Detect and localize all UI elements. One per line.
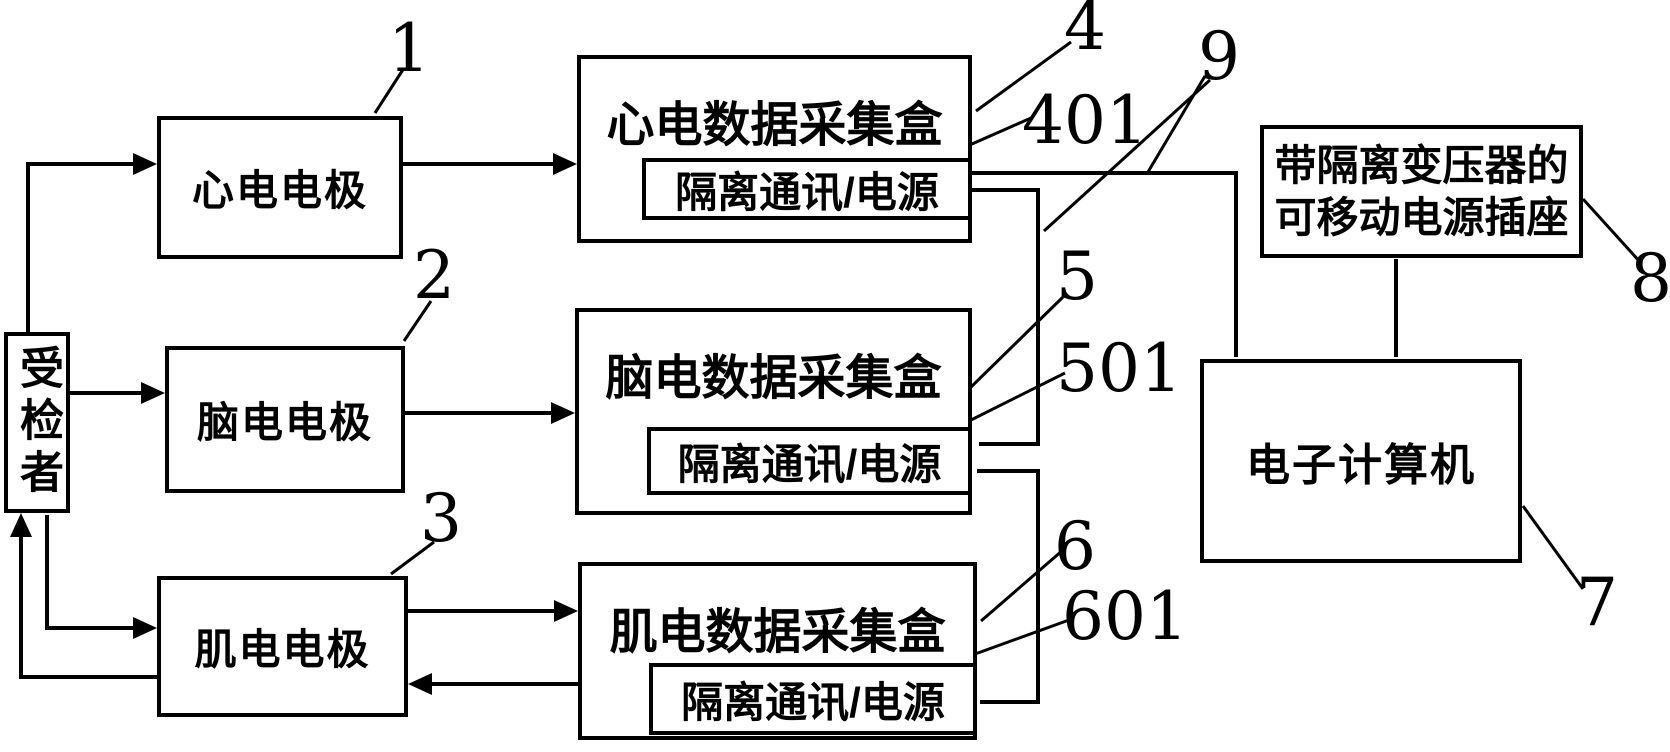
arrowhead-into-eeg-electrode — [141, 382, 165, 404]
ref-label-3: 3 — [420, 480, 462, 557]
ref-label-4: 4 — [1064, 0, 1106, 65]
cable-ecg-to-eeg-collector — [972, 188, 1040, 446]
eeg-collector-box: 脑电数据采集盒 隔离通讯/电源 — [575, 308, 972, 515]
arrowhead-into-ecg-collector — [553, 153, 577, 175]
pointer-line-ref-6 — [980, 548, 1064, 623]
connector-emg-electrode-to-subject — [19, 530, 157, 679]
subject-label: 受检者 — [13, 344, 62, 501]
eeg-electrode-label: 脑电电极 — [196, 399, 373, 446]
pointer-line-ref-7 — [1521, 505, 1585, 590]
power-socket-label-line2: 可移动电源插座 — [1274, 193, 1569, 241]
ecg-collector-title: 心电数据采集盒 — [606, 99, 943, 152]
ref-label-2: 2 — [413, 237, 455, 314]
computer-box: 电子计算机 — [1200, 359, 1522, 563]
connector-subject-to-ecg-electrode — [26, 162, 138, 334]
arrowhead-into-ecg-electrode — [133, 153, 157, 175]
ref-label-6: 6 — [1054, 508, 1096, 585]
ref-label-1: 1 — [388, 10, 430, 87]
ref-label-5: 5 — [1056, 238, 1098, 315]
ref-label-9: 9 — [1198, 18, 1240, 95]
ref-label-601: 601 — [1062, 578, 1188, 655]
arrowhead-into-subject — [10, 513, 32, 537]
ref-label-501: 501 — [1056, 330, 1182, 407]
ref-label-7: 7 — [1576, 564, 1618, 641]
pointer-line-ref-9a — [1146, 75, 1207, 173]
ecg-electrode-box: 心电电极 — [157, 116, 403, 259]
emg-isolation-comm-power-box: 隔离通讯/电源 — [649, 663, 977, 735]
emg-electrode-label: 肌电电极 — [194, 626, 371, 673]
emg-collector-box: 肌电数据采集盒 隔离通讯/电源 — [578, 562, 977, 740]
computer-label: 电子计算机 — [1246, 441, 1476, 490]
subject-box: 受检者 — [4, 332, 70, 513]
eeg-collector-title: 脑电数据采集盒 — [605, 352, 942, 405]
arrowhead-back-into-emg-electrode — [408, 673, 432, 695]
ref-label-8: 8 — [1630, 240, 1670, 317]
power-socket-box: 带隔离变压器的 可移动电源插座 — [1260, 125, 1583, 258]
eeg-electrode-box: 脑电电极 — [165, 346, 405, 493]
ecg-electrode-label: 心电电极 — [191, 167, 368, 214]
power-socket-label-line1: 带隔离变压器的 — [1274, 142, 1569, 190]
arrowhead-into-emg-electrode — [133, 617, 157, 639]
pointer-line-ref-5 — [967, 295, 1065, 391]
eeg-isolation-comm-power-box: 隔离通讯/电源 — [647, 427, 972, 495]
emg-collector-title: 肌电数据采集盒 — [609, 606, 946, 659]
cable-eeg-to-emg-collector — [977, 469, 1040, 704]
ref-label-401: 401 — [1022, 82, 1148, 159]
arrowhead-into-eeg-collector — [551, 402, 575, 424]
pointer-line-ref-501 — [962, 371, 1066, 426]
ecg-isolation-comm-power-box: 隔离通讯/电源 — [642, 158, 972, 220]
ecg-collector-box: 心电数据采集盒 隔离通讯/电源 — [577, 55, 972, 243]
emg-electrode-box: 肌电电极 — [157, 576, 408, 717]
arrowhead-into-emg-collector — [554, 600, 578, 622]
connector-subject-to-emg-electrode — [45, 515, 138, 630]
